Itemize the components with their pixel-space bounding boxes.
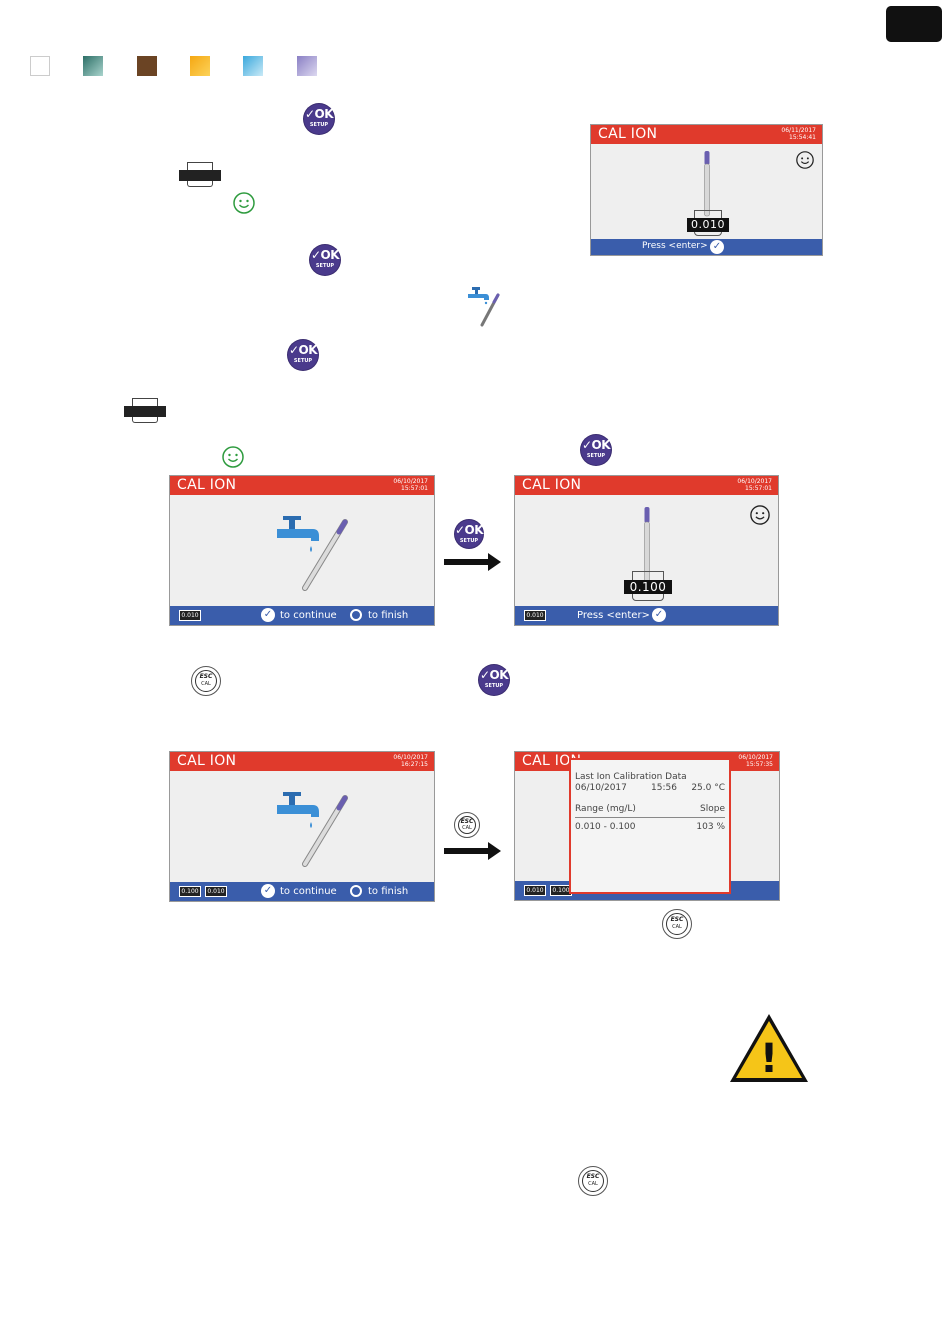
screen-title: CAL ION — [177, 753, 237, 769]
electrode-icon — [704, 151, 710, 217]
swatch-cyan — [243, 56, 263, 76]
page-tab — [886, 6, 942, 42]
finish-icon — [350, 885, 362, 897]
screen-title: CAL ION — [177, 477, 237, 493]
arrow-head — [488, 842, 501, 860]
swatch-teal — [83, 56, 103, 76]
swatch-lavender — [297, 56, 317, 76]
swatch-yellow — [190, 56, 210, 76]
electrode-icon — [644, 507, 650, 585]
reading-value: 0.100 — [624, 580, 672, 594]
reading-value: 0.010 — [687, 218, 729, 232]
beaker-icon — [124, 398, 166, 424]
rinse-icon — [468, 287, 500, 327]
beaker-icon: 0.010 — [205, 886, 227, 897]
popup-col-headers: Range (mg/L) Slope — [575, 804, 725, 814]
beaker-icon: 0.010 — [524, 610, 546, 621]
screen-title: CAL ION — [522, 753, 582, 769]
beaker-icon: 0.010 — [179, 610, 201, 621]
smiley-icon — [233, 192, 255, 214]
finish-icon — [350, 609, 362, 621]
screen-footer: 0.010 Press <enter> ✓ — [515, 606, 778, 625]
rinse-icon — [277, 516, 348, 591]
screen-footer: Press <enter> ✓ — [591, 239, 822, 255]
arrow — [444, 559, 490, 565]
warning-icon: ! — [730, 1014, 808, 1082]
screen-title: CAL ION — [598, 126, 658, 142]
check-icon: ✓ — [652, 608, 666, 622]
swatch-brown — [137, 56, 157, 76]
popup-data-row: 0.010 - 0.100 103 % — [575, 822, 725, 832]
rinse-icon — [277, 792, 348, 867]
screen-title: CAL ION — [522, 477, 582, 493]
screen-footer: 0.100 0.010 ✓ to continue to finish — [170, 882, 434, 901]
arrow-head — [488, 553, 501, 571]
beaker-icon — [179, 162, 221, 188]
popup-heading: Last Ion Calibration Data — [575, 772, 687, 782]
calibration-data-popup: Last Ion Calibration Data 06/10/2017 15:… — [569, 758, 731, 894]
smiley-icon — [750, 505, 770, 525]
check-icon: ✓ — [261, 884, 275, 898]
beaker-icon: 0.010 — [524, 885, 546, 896]
popup-datetime: 06/10/2017 15:56 25.0 °C — [575, 783, 725, 793]
warning-symbol: ! — [760, 1036, 778, 1082]
arrow — [444, 848, 490, 854]
smiley-icon — [796, 151, 814, 169]
check-icon: ✓ — [710, 240, 724, 254]
swatch-white — [30, 56, 50, 76]
smiley-icon — [222, 446, 244, 468]
screen-footer: 0.010 ✓ to continue to finish — [170, 606, 434, 625]
popup-separator — [575, 817, 725, 818]
beaker-icon: 0.100 — [179, 886, 201, 897]
check-icon: ✓ — [261, 608, 275, 622]
